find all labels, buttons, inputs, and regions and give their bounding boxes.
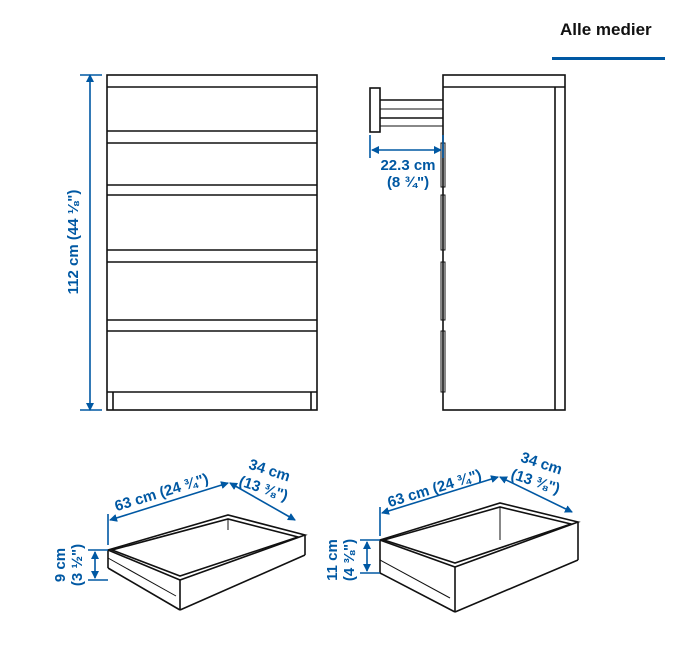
large-height-cm-label: 11 cm (324, 539, 341, 581)
extension-in-label: (8 ¾") (387, 174, 429, 191)
small-drawer-depth-dimension: 34 cm (13 ⅜") (229, 456, 296, 521)
tab-active-indicator (552, 57, 665, 60)
drawer-extension-dimension: 22.3 cm (8 ¾") (369, 135, 444, 191)
large-drawer-illustration (377, 502, 581, 613)
chest-front-view (106, 74, 318, 411)
small-height-cm-label: 9 cm (52, 548, 69, 582)
small-drawer-illustration (105, 514, 308, 611)
large-drawer-height-dimension: 11 cm (4 ⅜") (324, 539, 380, 581)
extension-cm-label: 22.3 cm (380, 157, 435, 174)
large-drawer-depth-dimension: 34 cm (13 ⅜") (499, 449, 573, 513)
height-label: 112 cm (44 ⅛") (65, 190, 82, 295)
height-dimension: 112 cm (44 ⅛") (65, 74, 102, 411)
large-width-label: 63 cm (24 ¾") (386, 466, 484, 511)
small-height-in-label: (3 ½") (69, 544, 86, 586)
small-drawer-height-dimension: 9 cm (3 ½") (52, 544, 108, 586)
large-drawer-width-dimension: 63 cm (24 ¾") (379, 466, 499, 536)
small-drawer-width-dimension: 63 cm (24 ¾") (107, 470, 229, 545)
chest-side-view (369, 74, 566, 411)
media-tab[interactable]: Alle medier (552, 14, 665, 62)
media-tab-label: Alle medier (560, 20, 652, 39)
large-height-in-label: (4 ⅜") (341, 539, 358, 581)
